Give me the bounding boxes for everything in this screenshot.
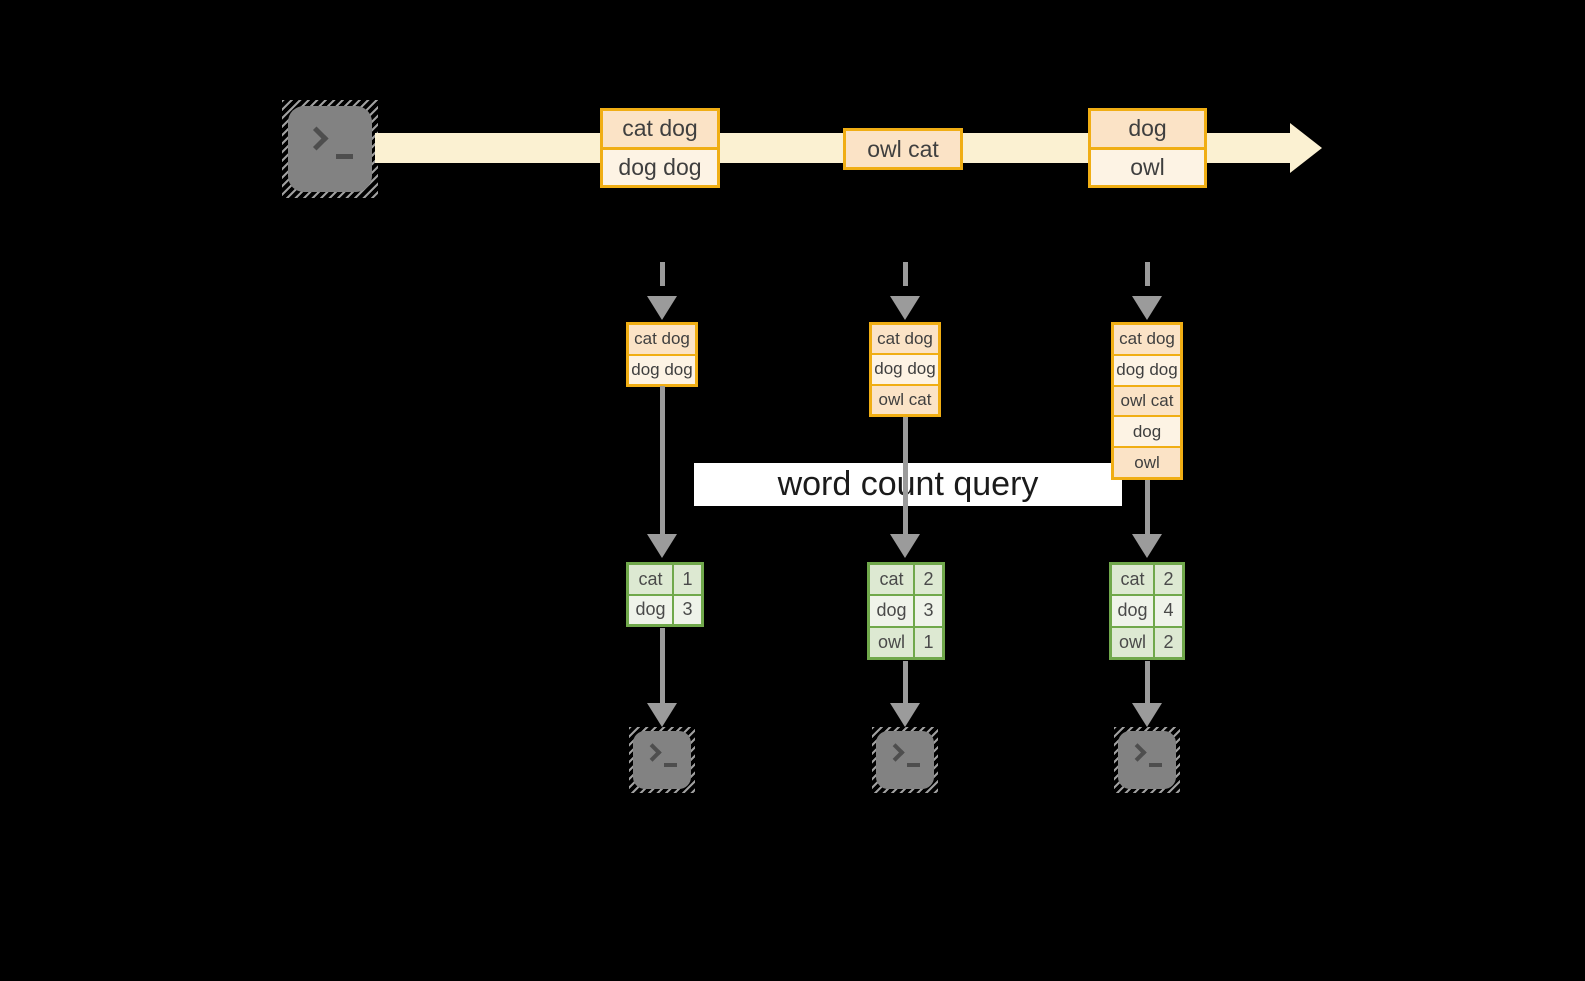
arrow-line: [1145, 480, 1150, 534]
terminal-icon-body: [1118, 731, 1176, 789]
dashed-arrow-segment: [903, 262, 908, 286]
prompt-chevron-icon: [643, 743, 662, 762]
arrow-head-icon: [647, 703, 677, 727]
arrow-line: [1145, 661, 1150, 703]
stream-batch-3: dog owl: [1088, 108, 1207, 188]
queue-stack-3: cat dog dog dog owl cat dog owl: [1111, 322, 1183, 480]
queue-item: owl: [1114, 446, 1180, 477]
queue-item: dog: [1114, 415, 1180, 447]
dashed-arrow-segment: [1145, 262, 1150, 286]
arrow-head-icon: [890, 534, 920, 558]
prompt-chevron-icon: [304, 126, 329, 151]
terminal-icon-body: [876, 731, 934, 789]
stream-batch-row: dog dog: [603, 146, 717, 185]
terminal-icon: [282, 100, 378, 198]
stream-batch-row: owl: [1091, 146, 1204, 185]
stream-batch-row: owl cat: [846, 131, 960, 167]
terminal-icon-body: [288, 106, 372, 192]
arrow-line: [903, 661, 908, 703]
count-cell: 1: [915, 627, 942, 657]
word-cell: dog: [629, 595, 672, 624]
count-cell: 3: [674, 595, 701, 624]
queue-stack-2: cat dog dog dog owl cat: [869, 322, 941, 417]
dashed-arrow-head-icon: [647, 296, 677, 320]
stream-batch-2: owl cat: [843, 128, 963, 170]
stream-batch-row: dog: [1091, 111, 1204, 147]
queue-item: dog dog: [1114, 353, 1180, 385]
count-cell: 2: [1155, 565, 1182, 595]
prompt-chevron-icon: [1128, 743, 1147, 762]
dashed-arrow-head-icon: [890, 296, 920, 320]
prompt-underscore-icon: [1149, 763, 1162, 767]
word-count-table-2: cat 2 dog 3 owl 1: [867, 562, 945, 660]
word-cell: cat: [629, 565, 672, 594]
queue-item: cat dog: [1114, 325, 1180, 354]
arrow-head-icon: [647, 534, 677, 558]
terminal-icon: [1114, 727, 1180, 793]
arrow-head-icon: [1132, 534, 1162, 558]
count-cell: 2: [1155, 627, 1182, 657]
queue-item: dog dog: [629, 353, 695, 384]
word-cell: cat: [870, 565, 913, 595]
queue-item: owl cat: [872, 383, 938, 414]
prompt-underscore-icon: [336, 154, 353, 159]
stream-batch-row: cat dog: [603, 111, 717, 147]
arrow-line: [660, 386, 665, 534]
stream-arrowhead-icon: [1290, 123, 1322, 173]
stream-batch-1: cat dog dog dog: [600, 108, 720, 188]
dashed-arrow-segment: [660, 262, 665, 286]
terminal-icon: [872, 727, 938, 793]
queue-item: dog dog: [872, 353, 938, 384]
arrow-line: [903, 417, 908, 534]
count-cell: 3: [915, 596, 942, 626]
word-cell: dog: [1112, 596, 1153, 626]
prompt-underscore-icon: [907, 763, 920, 767]
prompt-underscore-icon: [664, 763, 677, 767]
word-cell: owl: [1112, 627, 1153, 657]
word-cell: cat: [1112, 565, 1153, 595]
word-count-table-3: cat 2 dog 4 owl 2: [1109, 562, 1185, 660]
count-cell: 4: [1155, 596, 1182, 626]
arrow-head-icon: [890, 703, 920, 727]
queue-item: owl cat: [1114, 384, 1180, 416]
arrow-head-icon: [1132, 703, 1162, 727]
query-label: word count query: [694, 463, 1122, 506]
word-count-table-1: cat 1 dog 3: [626, 562, 704, 627]
dashed-arrow-head-icon: [1132, 296, 1162, 320]
queue-item: cat dog: [629, 325, 695, 354]
queue-item: cat dog: [872, 325, 938, 354]
terminal-icon: [629, 727, 695, 793]
word-cell: owl: [870, 627, 913, 657]
terminal-icon-body: [633, 731, 691, 789]
count-cell: 1: [674, 565, 701, 594]
arrow-line: [660, 628, 665, 703]
queue-stack-1: cat dog dog dog: [626, 322, 698, 387]
prompt-chevron-icon: [886, 743, 905, 762]
count-cell: 2: [915, 565, 942, 595]
word-cell: dog: [870, 596, 913, 626]
